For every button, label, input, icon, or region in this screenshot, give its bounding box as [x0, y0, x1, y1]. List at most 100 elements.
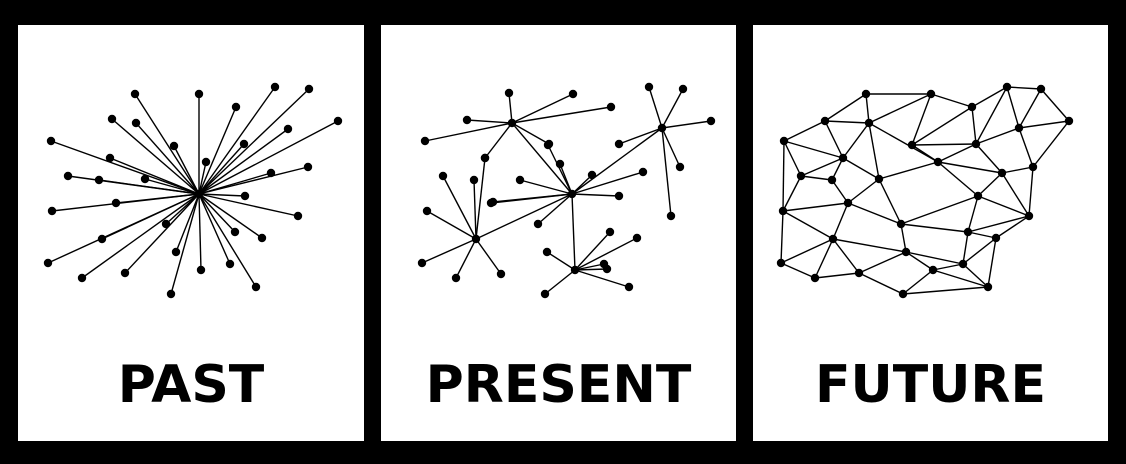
future-edge: [975, 143, 1003, 174]
future-edge: [782, 175, 802, 212]
future-edge: [1040, 88, 1070, 122]
past-edge: [198, 161, 207, 195]
present-node: [624, 282, 634, 292]
past-edge: [175, 193, 200, 253]
future-node: [1028, 162, 1038, 172]
present-node: [657, 123, 667, 133]
future-edge: [932, 263, 964, 271]
past-node: [77, 273, 87, 283]
present-edge: [661, 127, 681, 168]
present-edge: [571, 193, 576, 271]
future-edge: [824, 120, 844, 159]
future-edge: [783, 120, 826, 142]
past-node: [166, 289, 176, 299]
future-edge: [937, 161, 979, 197]
past-edge: [198, 106, 237, 195]
future-edge: [780, 262, 816, 279]
past-edge: [198, 166, 309, 195]
future-edge: [782, 140, 785, 212]
present-edge: [661, 127, 672, 217]
decentralized-network-graph: [417, 82, 716, 299]
past-node: [171, 247, 181, 257]
past-node: [201, 157, 211, 167]
present-node: [504, 88, 514, 98]
present-edge: [511, 93, 574, 124]
future-edge: [967, 231, 997, 239]
present-edge: [426, 210, 477, 240]
future-edge: [783, 140, 802, 177]
future-node: [861, 89, 871, 99]
future-node: [958, 259, 968, 269]
future-node: [973, 191, 983, 201]
future-node: [820, 116, 830, 126]
past-edge: [198, 143, 245, 195]
future-edge: [1006, 86, 1042, 90]
present-node: [480, 153, 490, 163]
past-edge: [198, 193, 246, 197]
future-edge: [971, 106, 977, 145]
future-edge: [780, 238, 834, 264]
present-edge: [574, 263, 605, 271]
future-node: [971, 139, 981, 149]
past-edge: [198, 88, 310, 195]
future-edge: [930, 93, 973, 108]
future-node: [898, 289, 908, 299]
past-edge: [134, 93, 200, 195]
future-node: [967, 102, 977, 112]
panel-present: PRESENT: [381, 25, 736, 441]
future-edge: [800, 175, 833, 181]
past-edge: [198, 193, 257, 288]
past-node: [257, 233, 267, 243]
present-edge: [475, 238, 502, 275]
present-edge: [442, 175, 477, 240]
present-node: [614, 139, 624, 149]
past-edge: [109, 157, 200, 195]
future-edge: [1018, 127, 1034, 168]
past-node: [240, 191, 250, 201]
present-node: [675, 162, 685, 172]
past-node: [194, 89, 204, 99]
future-edge: [858, 251, 907, 274]
present-node: [555, 159, 565, 169]
future-edge: [783, 140, 844, 159]
past-node: [46, 136, 56, 146]
future-node: [1024, 211, 1034, 221]
past-node: [63, 171, 73, 181]
present-edge: [574, 231, 611, 271]
future-edge: [977, 172, 1003, 197]
present-node: [515, 175, 525, 185]
present-edge: [661, 120, 712, 129]
present-node: [605, 227, 615, 237]
future-edge: [902, 286, 989, 295]
future-edge: [1032, 120, 1070, 168]
present-node: [644, 82, 654, 92]
future-edge: [814, 272, 860, 279]
past-node: [225, 259, 235, 269]
panel-future: FUTURE: [753, 25, 1108, 441]
future-node: [810, 273, 820, 283]
present-edge: [511, 106, 612, 124]
past-node: [169, 141, 179, 151]
future-edge: [1006, 86, 1020, 129]
future-edge: [1018, 88, 1042, 129]
future-edge: [831, 179, 849, 204]
present-node: [568, 89, 578, 99]
past-edge: [198, 193, 231, 265]
present-edge: [574, 268, 608, 271]
past-edge: [173, 145, 200, 195]
present-edge: [511, 122, 573, 195]
present-node: [496, 269, 506, 279]
future-node: [1002, 82, 1012, 92]
present-edge: [544, 269, 576, 295]
present-edge: [424, 122, 513, 142]
future-edge: [842, 122, 870, 159]
past-edge: [47, 193, 200, 264]
present-edge: [475, 193, 573, 240]
future-node: [983, 282, 993, 292]
future-node: [1014, 123, 1024, 133]
past-edge: [198, 128, 289, 195]
future-edge: [782, 202, 849, 212]
past-node: [251, 282, 261, 292]
future-edge: [962, 231, 969, 265]
future-edge: [865, 93, 870, 124]
